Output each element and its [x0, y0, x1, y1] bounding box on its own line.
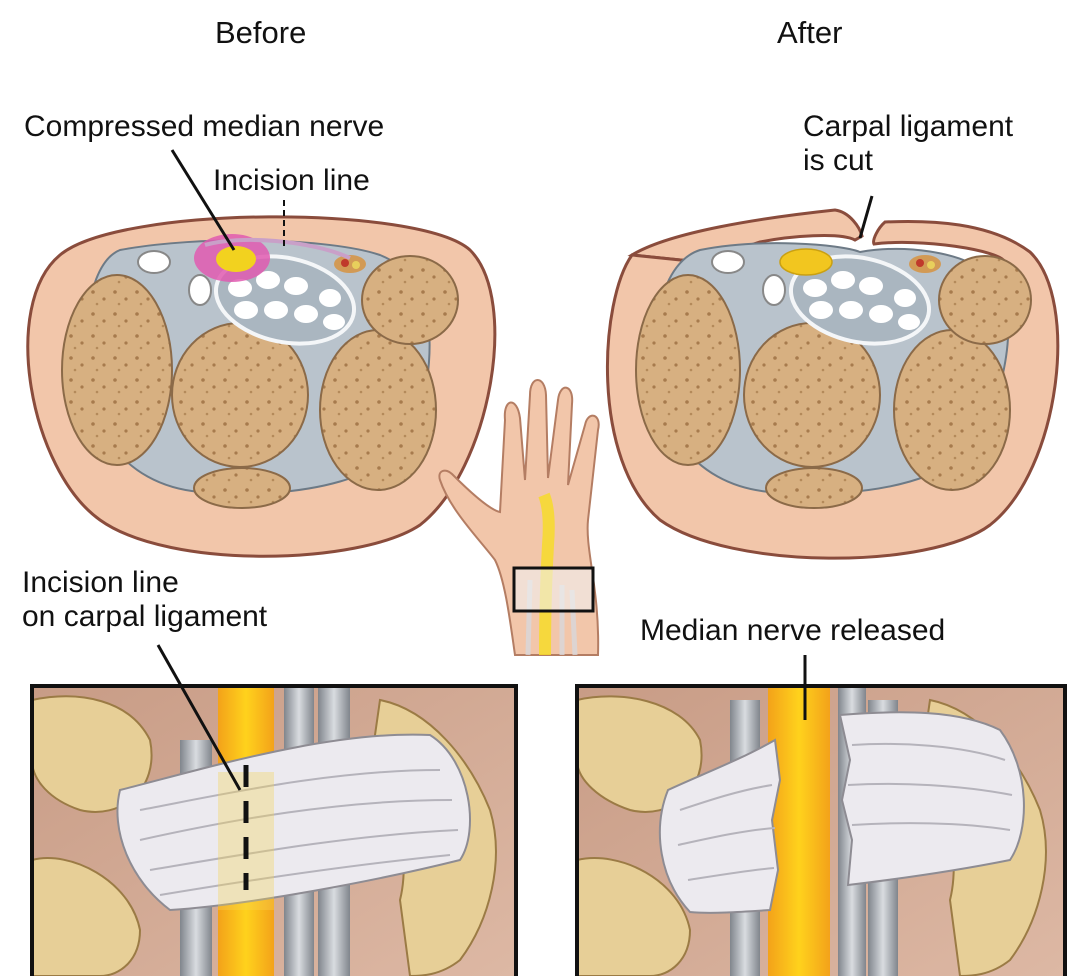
carpal-bone [894, 330, 1010, 490]
carpal-bone [362, 256, 458, 344]
after-cross-section [607, 210, 1057, 558]
compressed-median-nerve [216, 246, 256, 272]
label-incision-on-ligament-line2: on carpal ligament [22, 600, 267, 634]
carpal-bone [939, 256, 1031, 344]
flexor-tendon [763, 275, 785, 305]
label-incision-on-ligament: Incision line on carpal ligament [22, 566, 267, 634]
released-median-nerve [780, 249, 832, 275]
magnified-region-box [514, 568, 593, 611]
leader-ligament-cut [860, 196, 872, 238]
flexor-tendon [189, 275, 211, 305]
before-magnified-view [32, 686, 516, 976]
label-incision-line: Incision line [213, 164, 370, 198]
ulnar-vessels [909, 255, 941, 273]
flexor-tendon [712, 251, 744, 273]
label-median-nerve-released: Median nerve released [640, 614, 945, 648]
carpal-bone [194, 468, 290, 508]
label-carpal-ligament-cut-line2: is cut [803, 144, 1013, 178]
after-magnified-view [577, 686, 1065, 976]
label-compressed-median-nerve: Compressed median nerve [24, 110, 384, 144]
carpal-bone [766, 468, 862, 508]
label-incision-on-ligament-line1: Incision line [22, 566, 267, 600]
flexor-tendon [138, 251, 170, 273]
carpal-bone [320, 330, 436, 490]
carpal-bone [636, 275, 740, 465]
label-carpal-ligament-cut: Carpal ligament is cut [803, 110, 1013, 178]
released-median-nerve [768, 686, 830, 976]
before-cross-section [28, 217, 495, 556]
before-title: Before [215, 16, 306, 50]
carpal-bone [62, 275, 172, 465]
cut-ligament-right [840, 712, 1024, 885]
carpal-bone [744, 323, 880, 467]
after-title: After [777, 16, 842, 50]
label-carpal-ligament-cut-line1: Carpal ligament [803, 110, 1013, 144]
